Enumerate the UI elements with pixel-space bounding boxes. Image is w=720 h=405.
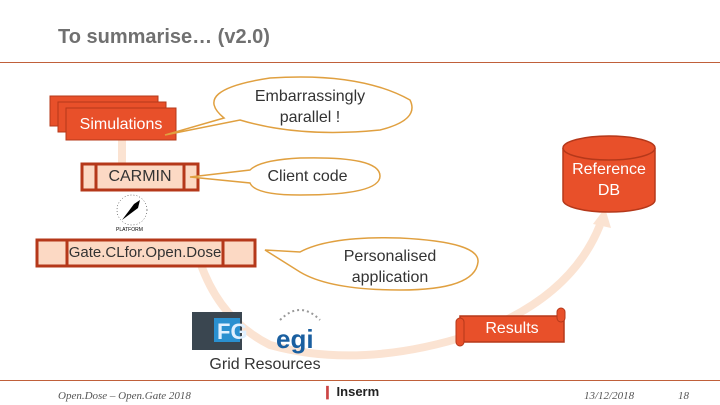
callout-parallel-line2: parallel ! [279,109,341,126]
callout-parallel [164,76,413,136]
inserm-logo: ❙ Inserm [322,384,380,399]
callout-personalised-line1: Personalised [343,248,437,265]
svg-text:PLATFORM: PLATFORM [116,227,143,232]
callout-client-code [189,157,381,196]
results-scroll[interactable] [459,315,565,343]
vip-logo: PLATFORM [116,194,148,232]
results-label: Results [485,320,539,337]
callout-parallel-line1: Embarrassingly [254,88,366,105]
slide-title: To summarise… (v2.0) [58,26,270,48]
gate-label: Gate.CLfor.Open.Dose [68,244,222,261]
gate-box[interactable] [35,238,257,268]
simulations-label: Simulations [79,116,163,133]
callout-client-code-label: Client code [267,168,348,185]
egi-logo: egi [276,309,321,354]
simulations-box[interactable] [65,107,177,141]
connector-sim-carmin [118,138,126,164]
reference-db-line1: Reference [572,161,646,178]
footer-divider [0,380,720,381]
fg-logo: FG [192,312,248,350]
title-divider [0,62,720,63]
carmin-label: CARMIN [108,168,172,185]
svg-text:egi: egi [276,324,314,354]
callout-personalised-line2: application [351,269,429,286]
grid-resources-label: Grid Resources [209,356,321,373]
reference-db-cylinder[interactable] [562,148,656,213]
reference-db-line2: DB [597,182,621,199]
footer-left: Open.Dose – Open.Gate 2018 [58,390,191,402]
footer-page-number: 18 [678,390,689,402]
inserm-mark-icon: ❙ [322,384,333,399]
callout-personalised [264,237,479,291]
arc-arrowhead [593,208,611,228]
footer-date: 13/12/2018 [584,390,635,402]
svg-text:FG: FG [217,319,248,344]
